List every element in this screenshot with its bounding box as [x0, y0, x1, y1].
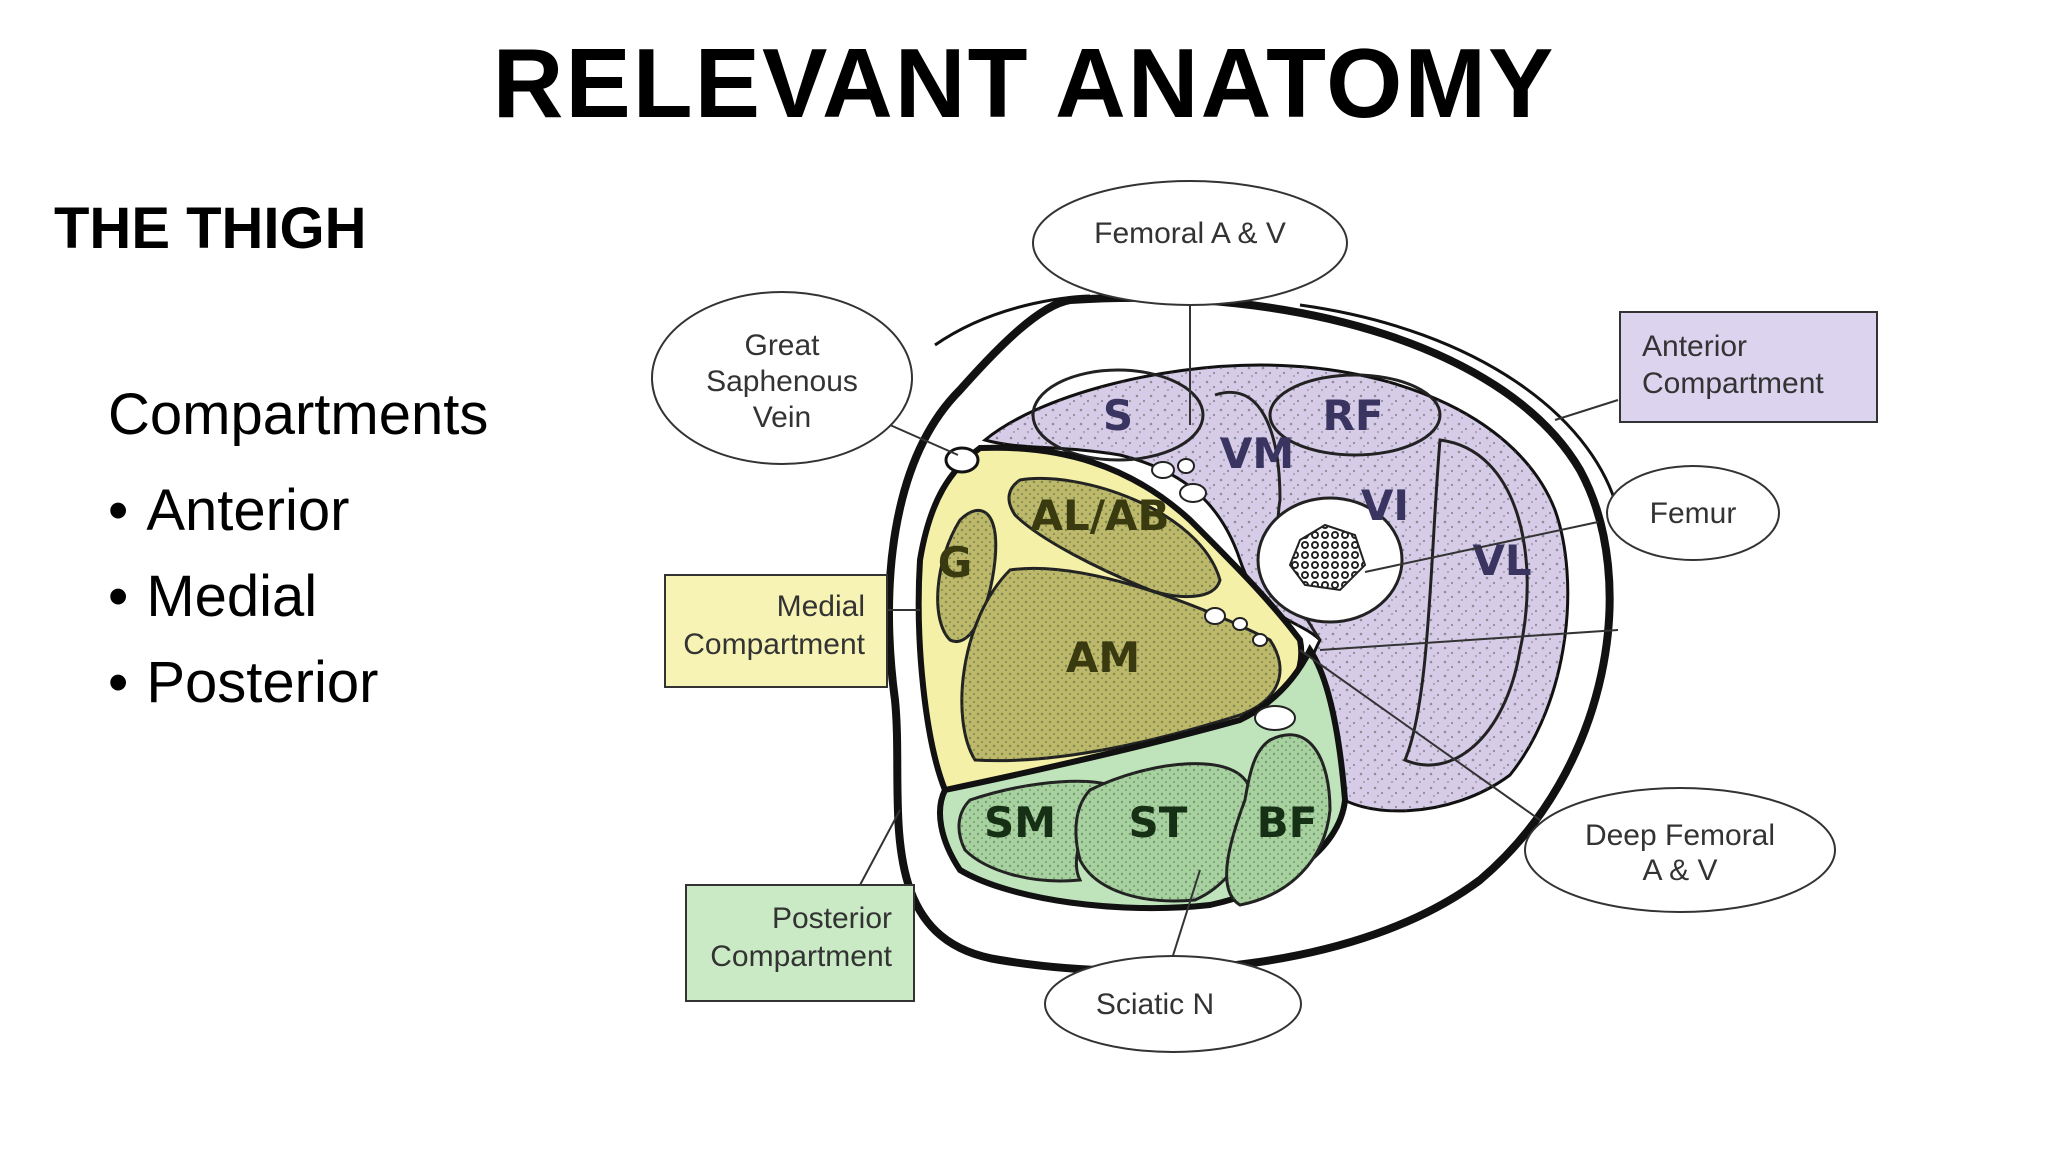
svg-text:Compartment: Compartment: [710, 940, 892, 973]
list-item-medial: Medial: [108, 554, 378, 640]
callout-great-saphenous-vein: Great Saphenous Vein: [651, 291, 913, 465]
callout-femoral-av: Femoral A & V: [1032, 180, 1348, 306]
svg-text:Femoral A & V: Femoral A & V: [1094, 217, 1286, 250]
muscle-label-rf: RF: [1322, 391, 1383, 440]
muscle-label-sm: SM: [984, 798, 1056, 847]
callout-anterior-compartment: Anterior Compartment: [1619, 311, 1878, 423]
svg-text:Great: Great: [744, 329, 820, 362]
svg-text:Medial: Medial: [777, 590, 865, 623]
svg-text:Anterior: Anterior: [1642, 330, 1747, 363]
muscle-label-vm: VM: [1220, 429, 1294, 478]
callout-deep-femoral-av: Deep Femoral A & V: [1524, 787, 1836, 913]
muscle-label-bf: BF: [1257, 798, 1318, 847]
muscle-label-vl: VL: [1472, 536, 1531, 585]
svg-text:Saphenous: Saphenous: [706, 365, 858, 398]
muscle-label-am: AM: [1066, 633, 1140, 682]
medial-compartment-region: [915, 444, 1305, 794]
slide-title: RELEVANT ANATOMY: [492, 28, 1556, 138]
svg-text:Sciatic N: Sciatic N: [1096, 988, 1214, 1021]
callout-sciatic-nerve: Sciatic N: [1044, 955, 1302, 1053]
callout-femur: Femur: [1606, 465, 1780, 561]
muscle-label-g: G: [938, 538, 972, 587]
slide-subtitle: THE THIGH: [54, 196, 367, 261]
compartment-list: Anterior Medial Posterior: [108, 468, 378, 726]
svg-text:Deep Femoral: Deep Femoral: [1585, 819, 1775, 852]
sartorius-muscle: [1031, 368, 1205, 462]
svg-text:Compartment: Compartment: [683, 628, 865, 661]
svg-text:Compartment: Compartment: [1642, 367, 1824, 400]
callout-medial-compartment: Medial Compartment: [664, 574, 888, 688]
muscle-labels: S VM RF VI VL AL/AB G AM SM ST BF: [938, 391, 1532, 847]
svg-text:Femur: Femur: [1650, 497, 1737, 530]
rectus-femoris-muscle: [1268, 373, 1442, 457]
callout-posterior-compartment: Posterior Compartment: [685, 884, 915, 1002]
anterior-compartment-region: [981, 363, 1570, 813]
muscle-label-st: ST: [1129, 798, 1188, 847]
svg-text:Posterior: Posterior: [772, 902, 892, 935]
list-item-posterior: Posterior: [108, 640, 378, 726]
muscle-label-al-ab: AL/AB: [1030, 491, 1169, 540]
sciatic-nerve: [1254, 705, 1296, 731]
muscle-label-vi: VI: [1361, 481, 1409, 530]
compartments-heading: Compartments: [108, 382, 489, 447]
leader-lines: [859, 306, 1619, 966]
posterior-compartment-region: [937, 644, 1349, 912]
muscle-label-s: S: [1103, 391, 1133, 440]
list-item-anterior: Anterior: [108, 468, 378, 554]
svg-text:Vein: Vein: [753, 401, 811, 434]
svg-text:A & V: A & V: [1642, 854, 1717, 887]
